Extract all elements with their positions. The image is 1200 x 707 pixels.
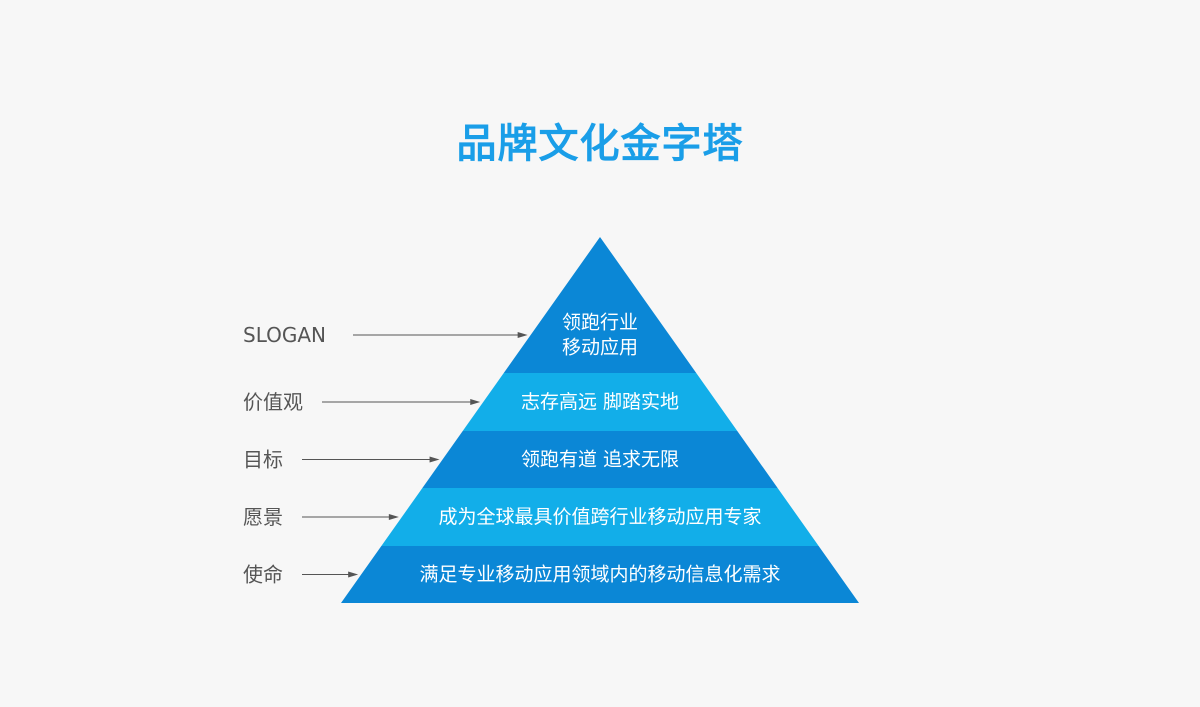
tier-4-label: 愿景 xyxy=(243,505,283,529)
pyramid-tier-3 xyxy=(422,431,778,488)
pyramid-tier-5 xyxy=(341,546,859,603)
tier-3-text-line-1: 领跑有道 追求无限 xyxy=(521,449,679,471)
tier-1-text-line-1: 领跑行业 xyxy=(562,312,638,334)
pyramid-tier-1 xyxy=(503,237,697,373)
tier-5-arrow-head xyxy=(348,571,359,578)
pyramid-tier-4 xyxy=(381,488,819,546)
page-title: 品牌文化金字塔 xyxy=(456,121,744,167)
tier-2-arrow-head xyxy=(470,399,481,405)
tier-3-label: 目标 xyxy=(243,448,283,472)
pyramid-tier-2 xyxy=(462,373,738,431)
tier-5-label: 使命 xyxy=(243,563,283,587)
tier-4-text-line-1: 成为全球最具价值跨行业移动应用专家 xyxy=(438,506,761,528)
tier-4-arrow-head xyxy=(388,514,399,520)
tier-1-arrow-head xyxy=(517,332,528,338)
tier-3-arrow-head xyxy=(429,456,440,463)
tier-2-label: 价值观 xyxy=(243,390,303,414)
tier-2-text-line-1: 志存高远 脚踏实地 xyxy=(521,391,679,413)
tier-1-label: SLOGAN xyxy=(243,323,326,347)
tier-1-text-line-2: 移动应用 xyxy=(562,337,638,359)
tier-5-text-line-1: 满足专业移动应用领域内的移动信息化需求 xyxy=(419,564,780,586)
